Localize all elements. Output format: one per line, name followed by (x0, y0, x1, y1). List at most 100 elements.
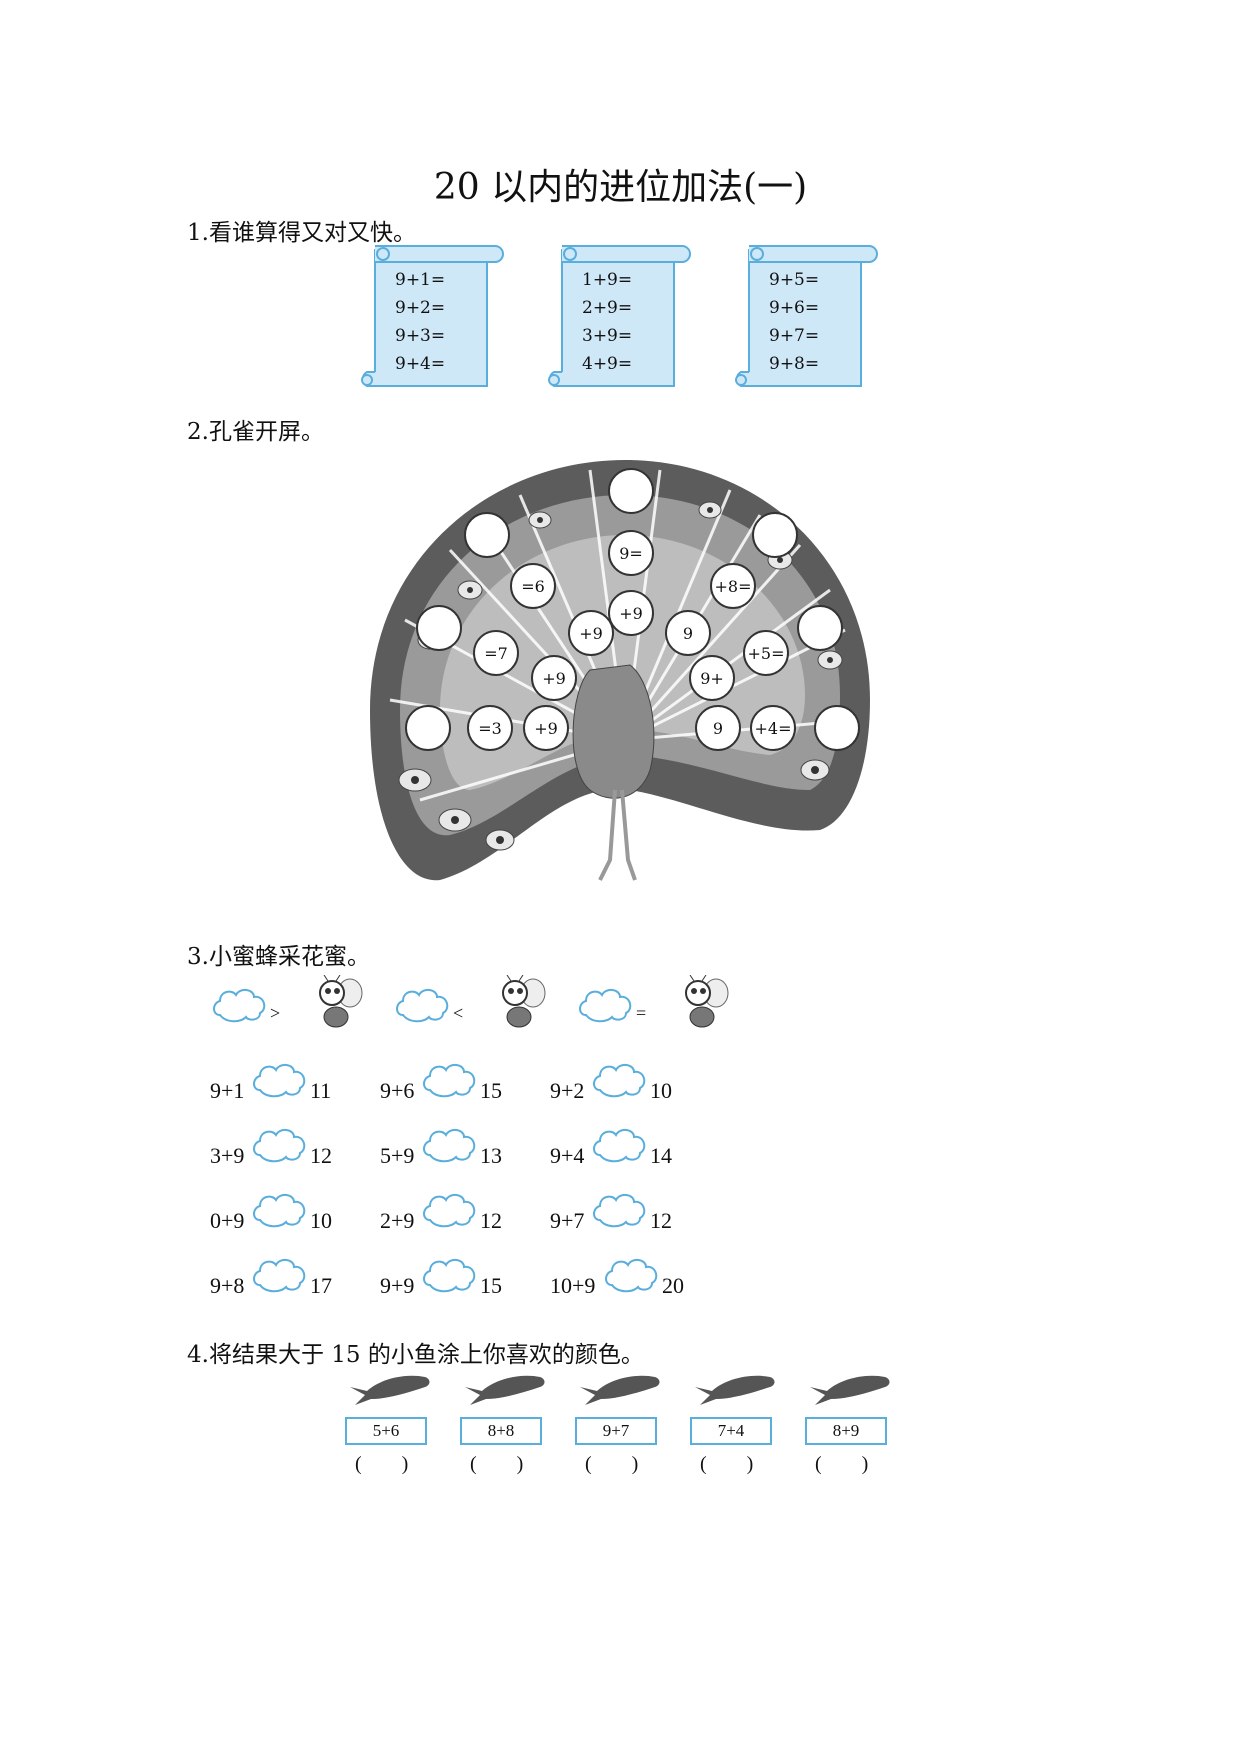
peacock-bubble[interactable]: +5= (743, 630, 789, 676)
comparison-right: 11 (310, 1078, 332, 1103)
peacock-bubble[interactable]: +8= (710, 563, 756, 609)
scroll-shape-icon (548, 245, 691, 387)
fish-equation-box: 7+4 (690, 1417, 772, 1445)
peacock-blank-bubble[interactable] (405, 705, 451, 751)
peacock-bubble[interactable]: 9= (608, 530, 654, 576)
cloud-icon (213, 989, 266, 1023)
bee-icon (319, 975, 363, 1028)
peacock-blank-bubble[interactable] (752, 512, 798, 558)
answer-parentheses[interactable]: ( ) (700, 1453, 754, 1475)
answer-parentheses[interactable]: ( ) (815, 1453, 869, 1475)
comparison-left: 0+9 (210, 1208, 245, 1233)
answer-parentheses[interactable]: ( ) (355, 1453, 409, 1475)
comparison-right: 20 (662, 1273, 684, 1298)
peacock-blank-bubble[interactable] (797, 605, 843, 651)
peacock-bubble[interactable]: +9 (568, 610, 614, 656)
answer-cloud-icon[interactable] (420, 1125, 480, 1169)
section-4-heading: 4.将结果大于 15 的小鱼涂上你喜欢的颜色。 (187, 1342, 644, 1368)
comparison-right: 10 (650, 1078, 672, 1103)
answer-cloud-icon[interactable] (250, 1125, 310, 1169)
answer-cloud-icon[interactable] (602, 1255, 662, 1299)
section-2-heading: 2.孔雀开屏。 (187, 419, 324, 445)
scroll-equation: 9+8= (769, 354, 820, 374)
answer-cloud-icon[interactable] (250, 1255, 310, 1299)
peacock-bubble[interactable]: 9+ (689, 655, 735, 701)
comparison-item: 2+9 12 (380, 1190, 540, 1240)
peacock-bubble[interactable]: +9 (608, 590, 654, 636)
comparison-right: 13 (480, 1143, 502, 1168)
answer-cloud-icon[interactable] (590, 1125, 650, 1169)
scroll-equation: 9+7= (769, 326, 820, 346)
comparison-right: 17 (310, 1273, 332, 1298)
answer-cloud-icon[interactable] (590, 1060, 650, 1104)
scroll-equation: 1+9= (582, 270, 633, 290)
peacock-blank-bubble[interactable] (814, 705, 860, 751)
peacock-bubble[interactable]: =6 (510, 563, 556, 609)
peacock-blank-bubble[interactable] (608, 468, 654, 514)
peacock-bubble[interactable]: =3 (467, 705, 513, 751)
scroll-equation: 9+4= (395, 354, 446, 374)
greater-than-sign: > (270, 1003, 281, 1023)
peacock-blank-bubble[interactable] (416, 605, 462, 651)
answer-cloud-icon[interactable] (250, 1060, 310, 1104)
fish-icon[interactable] (345, 1365, 435, 1415)
answer-parentheses[interactable]: ( ) (585, 1453, 639, 1475)
answer-parentheses[interactable]: ( ) (470, 1453, 524, 1475)
answer-cloud-icon[interactable] (590, 1190, 650, 1234)
bee-icon (685, 975, 729, 1028)
less-than-sign: < (453, 1003, 464, 1023)
comparison-item: 5+9 13 (380, 1125, 540, 1175)
scroll-shape-icon (361, 245, 504, 387)
comparison-item: 9+7 12 (550, 1190, 710, 1240)
answer-cloud-icon[interactable] (420, 1255, 480, 1299)
answer-cloud-icon[interactable] (250, 1190, 310, 1234)
peacock-bubble[interactable]: 9 (695, 705, 741, 751)
fish-icon[interactable] (690, 1365, 780, 1415)
scroll-equation: 9+3= (395, 326, 446, 346)
comparison-item: 9+8 17 (210, 1255, 370, 1305)
comparison-right: 12 (480, 1208, 502, 1233)
scroll-equation: 2+9= (582, 298, 633, 318)
page-title: 20 以内的进位加法(一) (433, 167, 808, 208)
peacock-blank-bubble[interactable] (464, 512, 510, 558)
scroll-2: 1+9= 2+9= 3+9= 4+9= (542, 240, 692, 395)
scroll-equation: 9+6= (769, 298, 820, 318)
answer-cloud-icon[interactable] (420, 1060, 480, 1104)
bee-icon (502, 975, 546, 1028)
scroll-equation: 9+2= (395, 298, 446, 318)
comparison-left: 3+9 (210, 1143, 245, 1168)
comparison-right: 15 (480, 1078, 502, 1103)
comparison-right: 15 (480, 1273, 502, 1298)
comparison-left: 9+7 (550, 1208, 585, 1233)
peacock-bubble[interactable]: =7 (473, 630, 519, 676)
comparison-item: 3+9 12 (210, 1125, 370, 1175)
answer-cloud-icon[interactable] (420, 1190, 480, 1234)
fish-equation-box: 8+8 (460, 1417, 542, 1445)
comparison-left: 9+8 (210, 1273, 245, 1298)
comparison-right: 14 (650, 1143, 672, 1168)
peacock-bubble[interactable]: 9 (665, 610, 711, 656)
peacock-bubble[interactable]: +4= (750, 705, 796, 751)
comparison-left: 10+9 (550, 1273, 596, 1298)
fish-icon[interactable] (460, 1365, 550, 1415)
peacock-bubble[interactable]: +9 (523, 705, 569, 751)
peacock-bubble[interactable]: +9 (531, 655, 577, 701)
comparison-right: 12 (650, 1208, 672, 1233)
equals-sign: = (636, 1003, 647, 1023)
scroll-equation: 3+9= (582, 326, 633, 346)
comparison-left: 5+9 (380, 1143, 415, 1168)
fish-row: 5+6( )8+8( )9+7( )7+4( )8+9( ) (345, 1365, 905, 1485)
comparison-right: 12 (310, 1143, 332, 1168)
fish-equation-box: 8+9 (805, 1417, 887, 1445)
fish-equation-box: 9+7 (575, 1417, 657, 1445)
scroll-equation: 9+5= (769, 270, 820, 290)
cloud-icon (579, 989, 632, 1023)
comparison-left: 9+9 (380, 1273, 415, 1298)
fish-icon[interactable] (805, 1365, 895, 1415)
fish-icon[interactable] (575, 1365, 665, 1415)
comparison-left: 2+9 (380, 1208, 415, 1233)
